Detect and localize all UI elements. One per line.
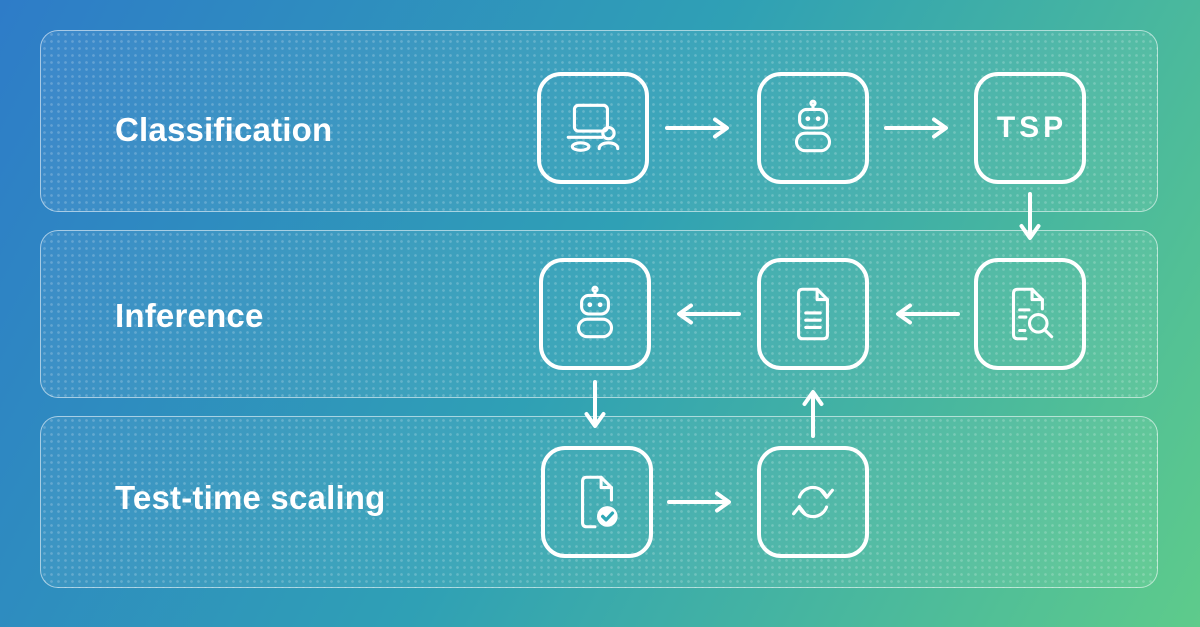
arrow-document-check-to-refresh <box>665 490 745 514</box>
row-test-time-scaling <box>40 416 1158 588</box>
arrow-tsp-to-document-search <box>1018 190 1042 252</box>
row-classification <box>40 30 1158 212</box>
tsp-node: TSP <box>974 72 1086 184</box>
document-search-icon <box>997 281 1063 347</box>
document-node <box>757 258 869 370</box>
document-search-node <box>974 258 1086 370</box>
row-label-test-time-scaling: Test-time scaling <box>115 479 386 516</box>
document-icon <box>780 281 846 347</box>
robot-icon <box>562 281 628 347</box>
laptop-user-node <box>537 72 649 184</box>
arrow-robot-to-tsp <box>882 116 962 140</box>
laptop-user-icon <box>560 95 626 161</box>
robot-node-classification <box>757 72 869 184</box>
refresh-icon <box>780 469 846 535</box>
document-check-icon <box>564 469 630 535</box>
tsp-label: TSP <box>996 111 1068 144</box>
arrow-document-to-robot <box>663 302 743 326</box>
robot-node-inference <box>539 258 651 370</box>
document-check-node <box>541 446 653 558</box>
refresh-node <box>757 446 869 558</box>
row-label-classification: Classification <box>115 111 333 148</box>
arrow-robot-to-document-check <box>583 378 607 440</box>
arrow-refresh-to-document <box>801 378 825 440</box>
arrow-document-search-to-document <box>882 302 962 326</box>
row-label-inference: Inference <box>115 297 264 334</box>
robot-icon <box>780 95 846 161</box>
arrow-laptop-to-robot <box>663 116 743 140</box>
